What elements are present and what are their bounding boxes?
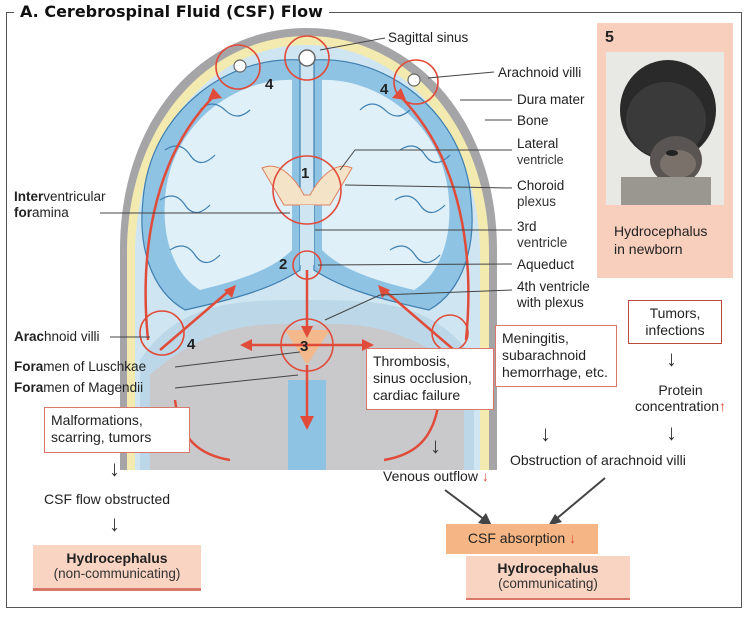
sagittal-sinus (298, 49, 316, 67)
box-meningitis: Meningitis, subarachnoid hemorrhage, etc… (495, 325, 617, 387)
down-arrow-icon: ↓ (540, 421, 551, 446)
thrombosis-3: cardiac failure (373, 387, 461, 403)
down-arrow-icon: ↓ (481, 468, 489, 484)
label-fourth-2: with plexus (517, 295, 584, 310)
label-number-4-right: 4 (380, 81, 389, 98)
down-arrow-icon: ↓ (666, 346, 677, 371)
label-number-4-bottom: 4 (187, 336, 196, 353)
label-choroid-1: Choroid (517, 178, 565, 193)
newborn-photo (606, 52, 724, 205)
label-magendii-rest: men of Magendii (43, 380, 144, 395)
tumors-1: Tumors, (649, 305, 701, 321)
label-dura-mater: Dura mater (517, 92, 585, 107)
malformations-2: scarring, tumors (51, 429, 152, 445)
label-aqueduct: Aqueduct (517, 257, 575, 272)
label-luschkae-bold: Fora (14, 359, 44, 374)
label-number-2: 2 (279, 256, 288, 273)
region-1-circle (272, 155, 342, 225)
down-arrow-icon: ↓ (569, 530, 577, 546)
panel-5-caption-1: Hydrocephalus (614, 223, 708, 239)
label-csf-flow-obstructed: CSF flow obstructed (44, 491, 171, 507)
label-arachnoid-villi-left: Arachnoid villi (14, 329, 100, 345)
down-arrow-icon: ↓ (666, 420, 677, 445)
box-malformations: Malformations, scarring, tumors (44, 407, 190, 453)
meningitis-1: Meningitis, (502, 330, 569, 346)
panel-5-number: 5 (605, 29, 614, 46)
label-lateral-2: ventricle (517, 153, 564, 167)
label-fourth-ventricle: 4th ventricle with plexus (517, 279, 590, 311)
label-interventricular-foramina: Interventricular foramina (14, 189, 106, 221)
box-hydrocephalus-communicating: Hydrocephalus (communicating) (466, 556, 630, 600)
label-sagittal-sinus: Sagittal sinus (388, 30, 469, 45)
label-inter-rest: ventricular (43, 189, 106, 204)
figure-frame (6, 12, 742, 608)
label-protein: Protein concentration↑ (628, 382, 733, 414)
down-arrow-icon: ↓ (430, 433, 441, 458)
fourth-ventricle (285, 330, 330, 365)
third-ventricle (300, 205, 314, 265)
malformations-1: Malformations, (51, 412, 143, 428)
label-magendii-bold: Fora (14, 380, 44, 395)
label-lateral-1: Lateral (517, 136, 559, 151)
label-choroid-2: plexus (517, 194, 557, 209)
label-foramen-magendii: Foramen of Magendii (14, 380, 143, 396)
box-csf-absorption: CSF absorption ↓ (446, 524, 598, 554)
box-thrombosis: Thrombosis, sinus occlusion, cardiac fai… (366, 348, 494, 410)
label-choroid-plexus: Choroid plexus (517, 178, 564, 210)
label-lateral-ventricle: Lateral ventricle (517, 136, 564, 168)
hydrocephalus-nc-title: Hydrocephalus (66, 550, 168, 566)
region-3-circle (280, 318, 334, 372)
down-arrow-icon: ↓ (109, 511, 120, 536)
region-4-top-left (215, 44, 261, 90)
thrombosis-2: sinus occlusion, (373, 370, 472, 386)
label-obstruction-villi: Obstruction of arachnoid villi (510, 452, 686, 468)
up-arrow-icon: ↑ (719, 398, 727, 414)
region-4-top-center (284, 35, 330, 81)
label-foramen-luschkae: Foramen of Luschkae (14, 359, 146, 375)
label-number-3: 3 (300, 338, 309, 355)
tumors-2: infections (645, 322, 705, 338)
label-number-4-left: 4 (265, 76, 274, 93)
hydrocephalus-c-sub: (communicating) (498, 576, 598, 591)
panel-5-caption: Hydrocephalus in newborn (614, 222, 707, 258)
box-tumors-infections: Tumors, infections (628, 300, 722, 344)
label-arachnoid-villi-top: Arachnoid villi (498, 65, 582, 80)
venous-outflow-text: Venous outflow (383, 468, 478, 484)
down-arrow-icon: ↓ (109, 456, 120, 481)
figure-title: A. Cerebrospinal Fluid (CSF) Flow (14, 2, 329, 21)
hydrocephalus-nc-sub: (non-communicating) (53, 566, 181, 581)
box-hydrocephalus-noncommunicating: Hydrocephalus (non-communicating) (33, 545, 201, 591)
meningitis-3: hemorrhage, etc. (502, 364, 608, 380)
meningitis-2: subarachnoid (502, 347, 587, 363)
label-arachnoid-bold: Arac (14, 329, 45, 344)
protein-2: concentration (634, 398, 720, 414)
label-foramina-bold: for (14, 205, 32, 220)
label-venous-outflow: Venous outflow ↓ (383, 468, 489, 484)
label-third-ventricle: 3rd ventricle (517, 219, 567, 251)
protein-1: Protein (658, 382, 703, 398)
label-number-1: 1 (301, 165, 310, 182)
label-bone: Bone (517, 113, 549, 128)
region-4-top-right (393, 59, 439, 105)
csf-absorption-text: CSF absorption (467, 530, 566, 546)
label-third-2: ventricle (517, 235, 568, 250)
label-luschkae-rest: men of Luschkae (43, 359, 147, 374)
label-third-1: 3rd (517, 219, 537, 234)
label-arachnoid-rest: hnoid villi (44, 329, 100, 344)
region-4-bottom-left (139, 310, 185, 356)
label-fourth-1: 4th ventricle (517, 279, 590, 294)
hydrocephalus-c-title: Hydrocephalus (497, 560, 599, 576)
label-inter-bold: Inter (14, 189, 44, 204)
label-foramina-rest: amina (32, 205, 69, 220)
thrombosis-1: Thrombosis, (373, 353, 451, 369)
panel-5-caption-2: in newborn (614, 241, 683, 257)
